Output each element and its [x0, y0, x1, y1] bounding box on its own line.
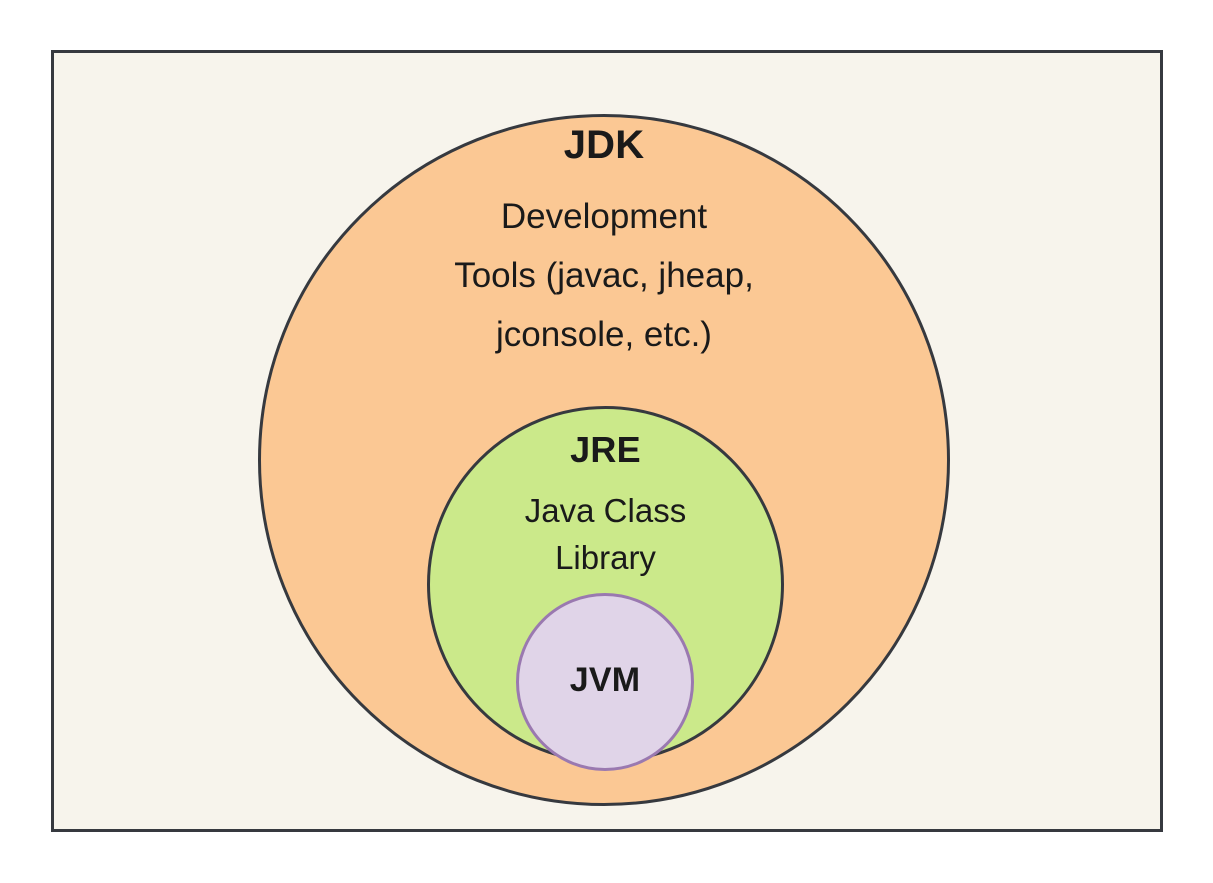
jvm-circle: [516, 593, 694, 771]
jre-description-line-1: Java Class: [524, 492, 687, 529]
jdk-description-line-2: Tools (javac, jheap,: [454, 256, 754, 295]
jvm-title: JVM: [569, 661, 641, 699]
jre-title: JRE: [570, 429, 641, 470]
jdk-description-line-3: jconsole, etc.): [496, 315, 712, 354]
jvm-label-group: JVM: [516, 663, 694, 697]
jdk-label-group: JDK Development Tools (javac, jheap, jco…: [258, 125, 950, 352]
jdk-description-line-1: Development: [500, 197, 708, 236]
jre-description-line-2: Library: [555, 539, 656, 576]
jdk-title: JDK: [563, 123, 645, 167]
jre-label-group: JRE Java Class Library: [427, 429, 784, 576]
